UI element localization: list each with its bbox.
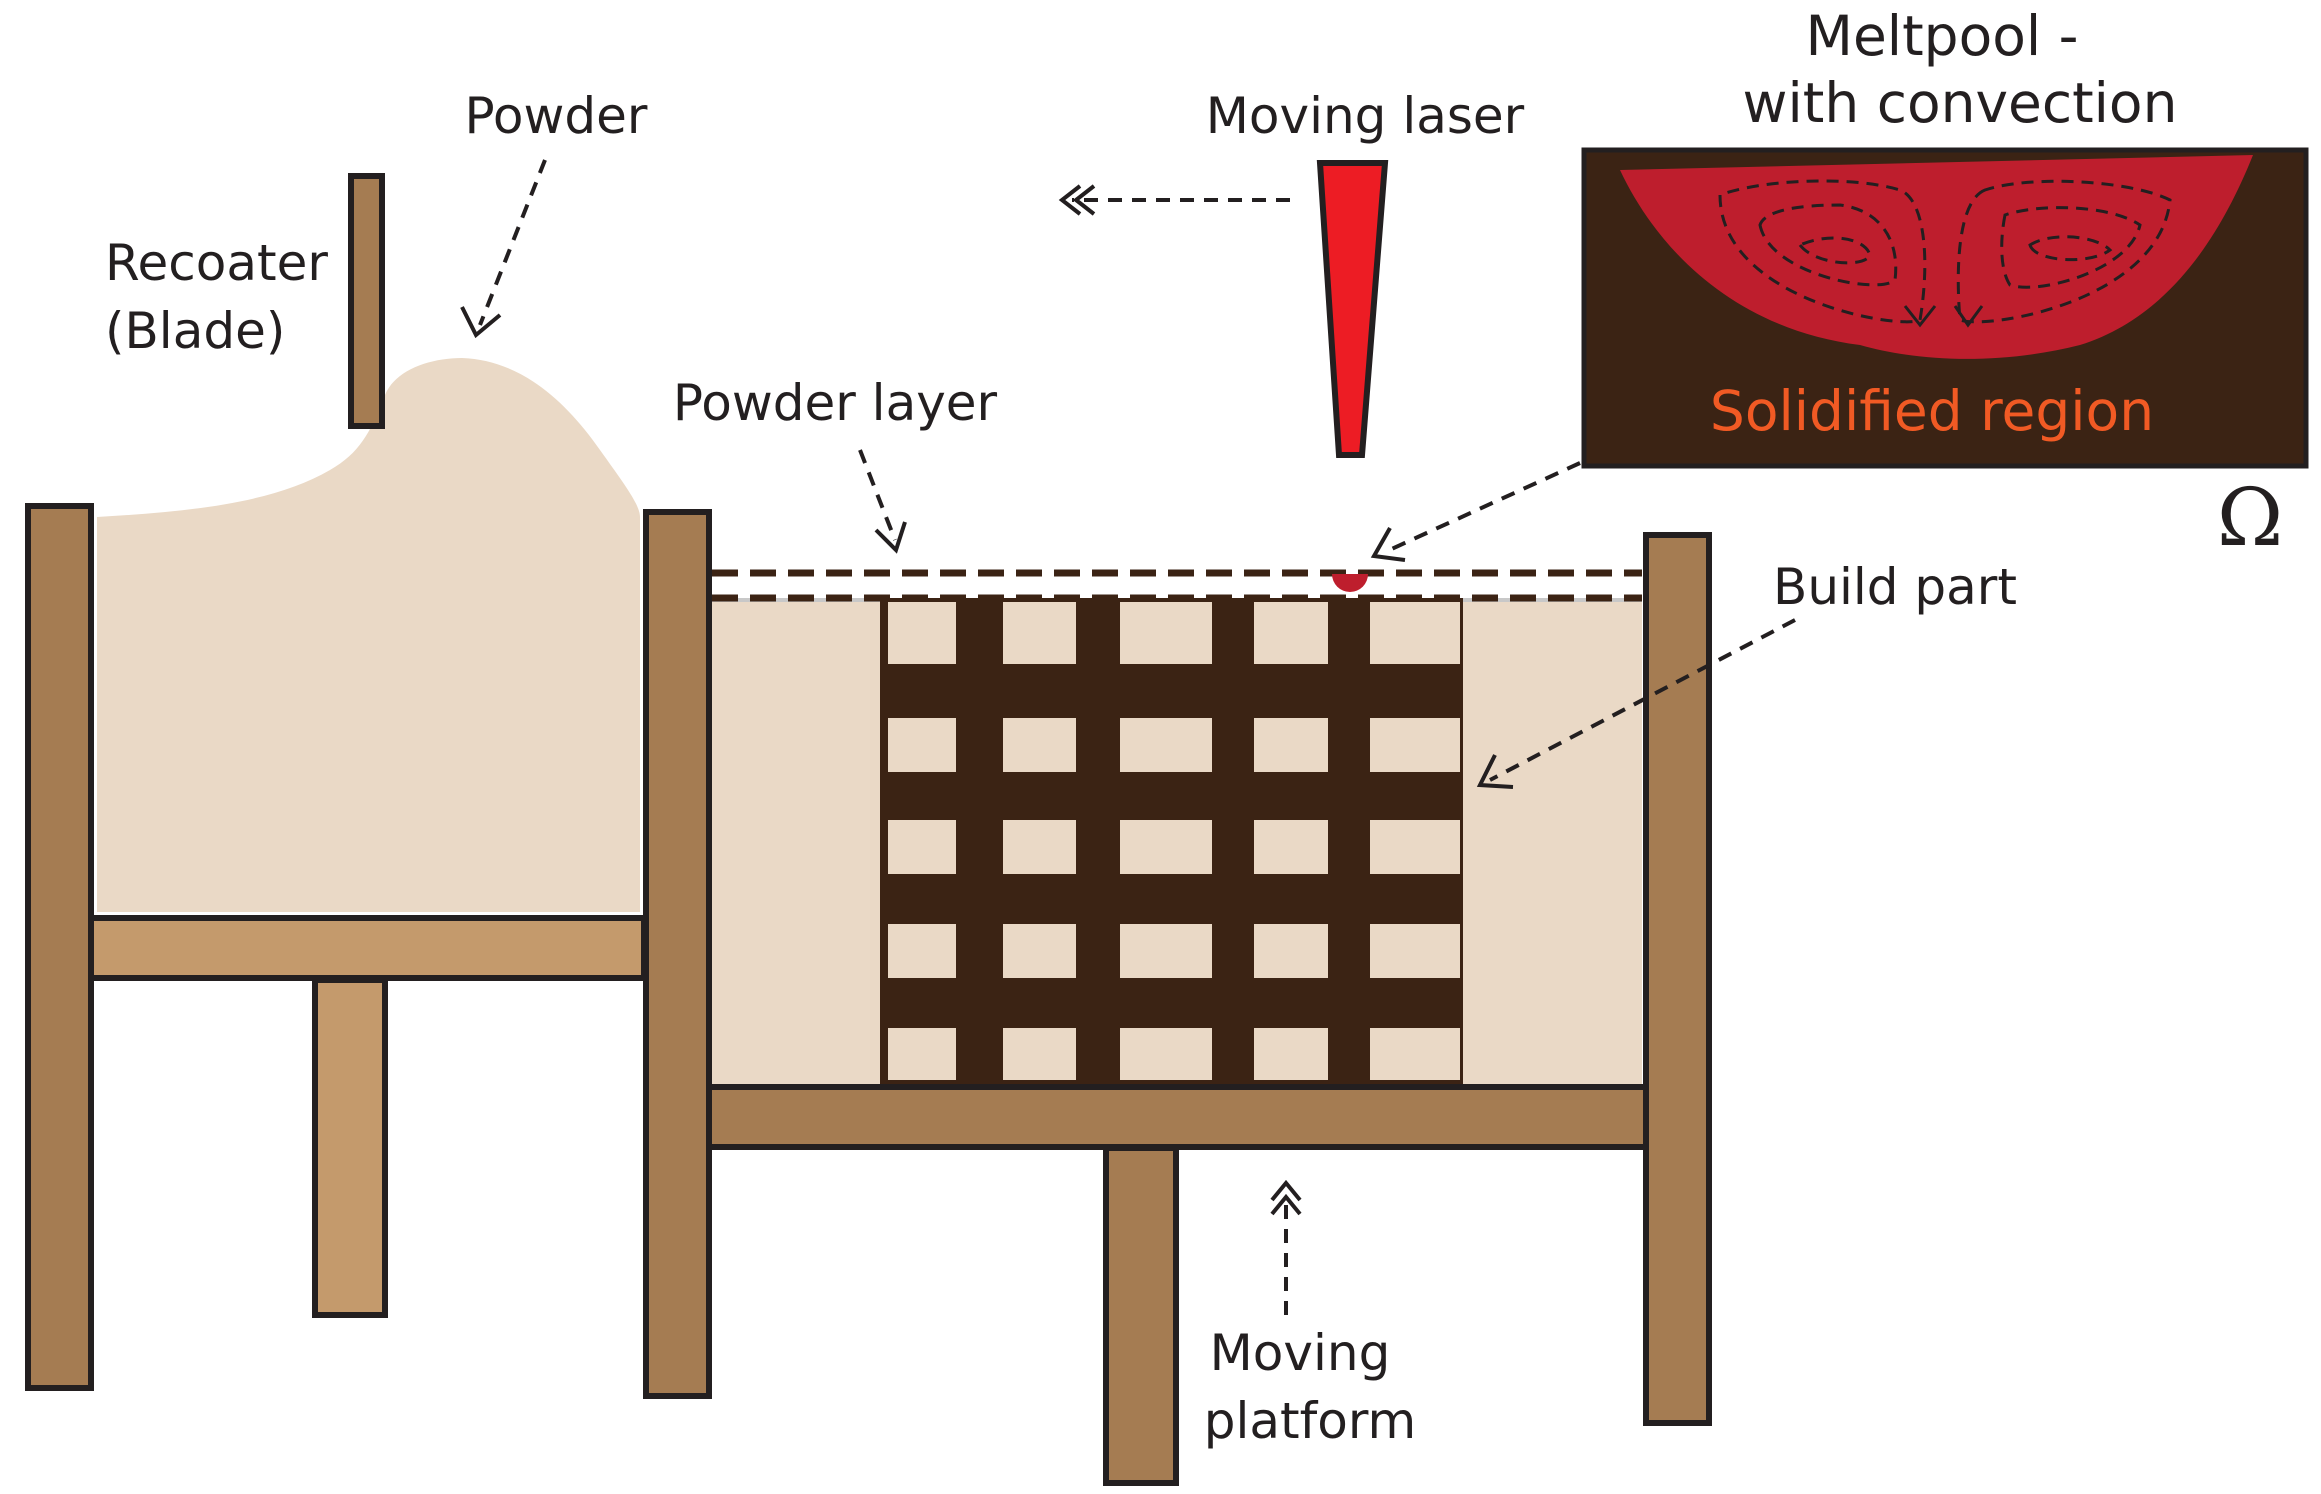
powder-layer-label: Powder layer <box>673 374 998 432</box>
build-part-arrowhead <box>1476 754 1514 789</box>
reservoir-left-wall <box>25 503 94 1391</box>
powder-layer-arrowhead <box>874 521 907 554</box>
powder-reservoir <box>25 173 647 1391</box>
chamber-left-wall <box>643 509 712 1399</box>
build-platform <box>706 1084 1649 1150</box>
reservoir-platform <box>88 915 647 981</box>
meltpool-inset: Solidified region Meltpool - with convec… <box>1581 4 2309 564</box>
moving-laser-label: Moving laser <box>1206 87 1525 145</box>
build-part-lattice <box>880 598 1463 1086</box>
laser-direction-arrowhead-2 <box>1072 184 1096 216</box>
recoater-label-line2: (Blade) <box>105 302 285 360</box>
moving-platform-label-line2: platform <box>1204 1392 1416 1450</box>
moving-laser-beam <box>1316 160 1389 458</box>
powder-layer-arrow <box>858 449 897 541</box>
inset-pointer-arrow <box>1384 461 1581 554</box>
meltpool-region <box>1620 155 2253 359</box>
meltpool-title-line2: with convection <box>1743 71 2178 135</box>
meltpool-title-line1: Meltpool - <box>1806 4 2079 68</box>
solidified-region-label: Solidified region <box>1710 379 2154 443</box>
melt-spot <box>1332 574 1368 592</box>
build-part-arrow <box>1489 618 1796 782</box>
lattice-beams <box>880 672 1463 1018</box>
build-piston-rod <box>1103 1145 1179 1486</box>
recoater-blade <box>348 173 385 429</box>
build-part-label: Build part <box>1773 558 2017 616</box>
convection-loops <box>1718 179 2172 324</box>
moving-platform-label-line1: Moving <box>1210 1324 1391 1382</box>
powder-label: Powder <box>465 87 648 145</box>
platform-motion-arrowhead-1 <box>1270 1179 1302 1202</box>
annotations: Powder Recoater (Blade) Moving laser Pow… <box>105 87 2017 1450</box>
convection-arrowheads <box>1903 305 1984 328</box>
platform-motion-arrowhead-2 <box>1270 1193 1302 1216</box>
laser-direction-arrowhead-1 <box>1058 184 1082 216</box>
powder-arrow <box>478 159 547 326</box>
lattice-cells <box>888 602 1460 1080</box>
build-chamber <box>643 509 1712 1486</box>
omega-symbol: Ω <box>2217 471 2283 564</box>
reservoir-piston-rod <box>312 977 388 1318</box>
inset-pointer-arrowhead <box>1370 527 1406 562</box>
recoater-label-line1: Recoater <box>105 234 328 292</box>
powder-pile <box>97 358 640 912</box>
powder-arrowhead <box>460 306 502 339</box>
